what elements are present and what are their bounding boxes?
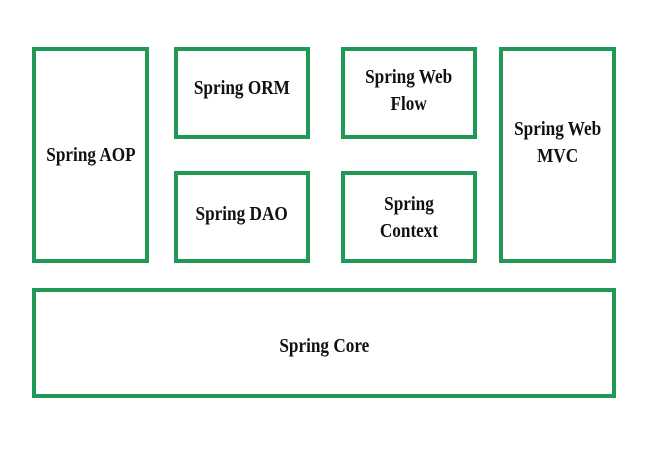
spring-aop-module: Spring AOP (32, 47, 149, 263)
spring-context-label: Spring Context (379, 193, 439, 242)
spring-dao-label: Spring DAO (195, 202, 289, 225)
spring-context-module: Spring Context (341, 171, 477, 263)
spring-web-mvc-module: Spring Web MVC (499, 47, 616, 263)
spring-web-flow-label: Spring Web Flow (365, 66, 453, 115)
spring-core-module: Spring Core (32, 288, 616, 398)
spring-dao-module: Spring DAO (174, 171, 310, 263)
spring-orm-label: Spring ORM (193, 76, 291, 99)
spring-orm-module: Spring ORM (174, 47, 310, 139)
spring-web-flow-module: Spring Web Flow (341, 47, 477, 139)
spring-web-mvc-label: Spring Web MVC (513, 118, 602, 167)
spring-core-label: Spring Core (278, 334, 369, 357)
spring-aop-label: Spring AOP (45, 143, 136, 166)
